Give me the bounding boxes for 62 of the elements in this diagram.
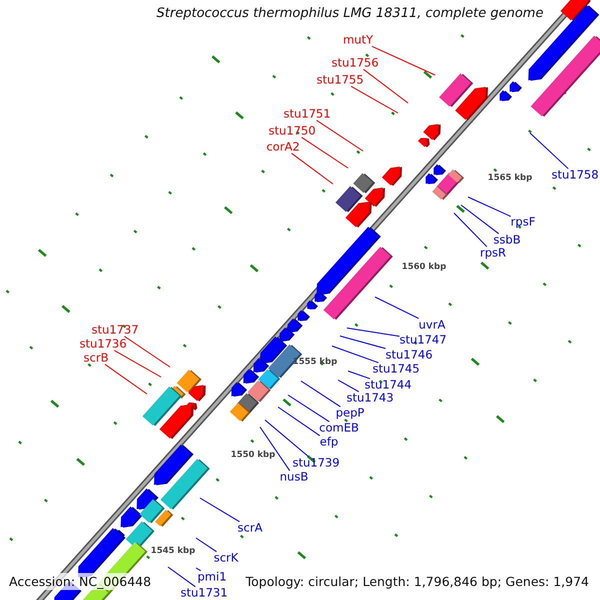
gene-label: stu1758: [551, 168, 599, 182]
gene-label: ssbB: [493, 234, 521, 246]
position-label: 1560 kbp: [402, 262, 446, 272]
gene-label: rpsF: [510, 216, 536, 228]
leader-line: [332, 346, 379, 364]
gene-label: stu1731: [180, 586, 228, 600]
gene-label: stu1744: [364, 378, 412, 392]
gene-label: stu1739: [292, 456, 340, 470]
leader-line: [316, 120, 364, 152]
gene-label: pepP: [336, 406, 364, 420]
gene-label: rpsR: [480, 246, 506, 260]
leader-line: [350, 86, 398, 114]
leader-line: [338, 380, 360, 392]
leader-line: [291, 152, 334, 184]
gene-label: nusB: [280, 470, 308, 484]
leader-line: [260, 426, 290, 472]
leader-line: [288, 394, 330, 422]
leader-line: [340, 336, 386, 350]
leader-line: [371, 46, 436, 76]
map-title: Streptococcus thermophilus LMG 18311, complete genome: [156, 6, 544, 21]
gene-label: pmi1: [198, 570, 226, 584]
leader-line: [348, 370, 370, 380]
gene-label: efp: [320, 436, 338, 448]
gene-label: scrB: [84, 352, 108, 364]
gene-label: uvrA: [418, 318, 446, 332]
gene-label: stu1751: [283, 108, 331, 120]
gene-label: stu1750: [268, 124, 316, 138]
leader-line: [346, 328, 400, 337]
leader-line: [114, 350, 162, 378]
gene-label: scrK: [214, 552, 238, 564]
gene-label: comEB: [319, 422, 359, 434]
leader-line: [454, 212, 488, 248]
position-label: 1565 kbp: [488, 173, 532, 183]
gene-label: corA2: [266, 140, 300, 154]
gene-label: stu1746: [385, 348, 433, 362]
position-label: 1555 kbp: [292, 357, 338, 367]
leader-line: [530, 132, 569, 170]
leader-line: [278, 406, 320, 436]
gene-label: stu1745: [372, 362, 420, 376]
leader-line: [196, 538, 218, 552]
gene-label: stu1747: [399, 334, 447, 346]
leader-line: [374, 296, 420, 319]
position-label: 1545 kbp: [150, 546, 196, 556]
leader-line: [460, 204, 500, 234]
gene-label: mutY: [342, 34, 374, 46]
gene-label: stu1737: [91, 324, 139, 336]
position-label: 1550 kbp: [230, 450, 276, 460]
gene-label: stu1756: [331, 56, 379, 70]
leader-line: [301, 136, 348, 168]
gene-label: stu1736: [79, 338, 127, 350]
leader-line: [264, 420, 309, 458]
gene-label: stu1743: [346, 392, 394, 404]
leader-line: [196, 568, 202, 572]
leader-line: [468, 196, 512, 217]
leader-line: [362, 68, 408, 104]
leader-line: [124, 336, 170, 368]
leader-line: [300, 380, 341, 408]
leader-line: [104, 364, 148, 394]
leader-line: [200, 498, 240, 522]
gene-label: scrA: [238, 522, 262, 534]
gene-label: stu1755: [316, 74, 364, 86]
leader-line: [168, 566, 196, 588]
